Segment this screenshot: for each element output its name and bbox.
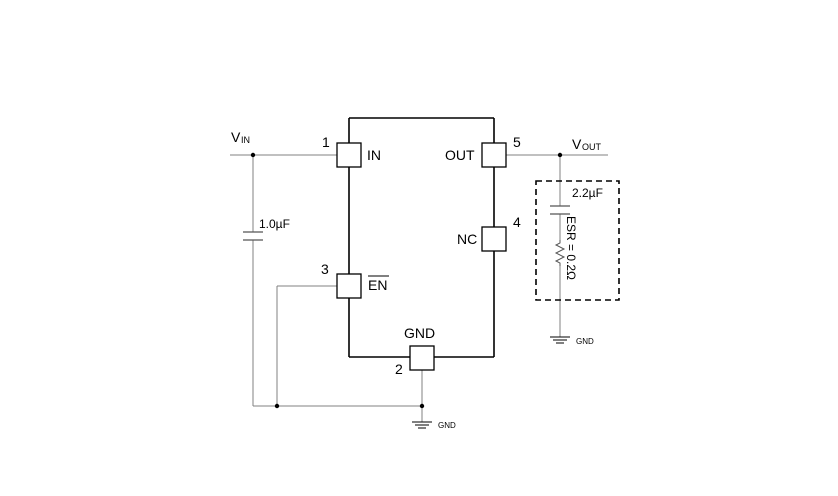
pin-gnd-number: 2 <box>395 361 403 377</box>
vout-label-sub: OUT <box>582 142 602 152</box>
pin-in <box>336 142 362 168</box>
vin-label-main: V <box>231 129 241 145</box>
pin-gnd <box>409 345 435 371</box>
junction-dot-en-ground <box>274 403 280 409</box>
pin-nc-number: 4 <box>513 214 521 230</box>
ground-symbol-output: GND <box>550 336 594 346</box>
vout-label-main: V <box>572 136 582 152</box>
junction-dot-vout <box>557 152 563 158</box>
junction-dots <box>250 152 563 409</box>
output-cap-value: 2.2µF <box>572 186 603 200</box>
input-capacitor: 1.0µF <box>243 217 290 241</box>
pin-gnd-label: GND <box>404 325 435 341</box>
wires <box>230 154 608 422</box>
junction-dot-vin <box>250 152 256 158</box>
esr-value: ESR = 0.2Ω <box>564 216 578 280</box>
regulator-ic: 1 IN 5 OUT 4 NC 3 EN 2 GND <box>321 117 521 377</box>
output-network-dashed-box <box>535 180 620 301</box>
junction-dot-ground <box>419 403 425 409</box>
pin-en-label: EN <box>368 277 387 293</box>
esr-resistor <box>554 240 566 266</box>
pin-nc <box>481 226 507 252</box>
pin-en-number: 3 <box>321 261 329 277</box>
pin-in-label: IN <box>367 147 381 163</box>
pin-out <box>481 142 507 168</box>
output-network: 2.2µF ESR = 0.2Ω <box>535 180 620 301</box>
ground-output-label: GND <box>576 337 594 346</box>
pin-out-number: 5 <box>513 134 521 150</box>
pin-in-number: 1 <box>322 134 330 150</box>
pin-nc-label: NC <box>457 231 477 247</box>
ground-symbol-main: GND <box>412 421 456 430</box>
ground-main-label: GND <box>438 421 456 430</box>
vout-label: V OUT <box>572 136 602 152</box>
pin-out-label: OUT <box>445 147 475 163</box>
vin-label: V IN <box>231 129 250 145</box>
input-cap-value: 1.0µF <box>259 217 290 231</box>
vin-label-sub: IN <box>241 135 250 145</box>
pin-en <box>336 273 362 299</box>
